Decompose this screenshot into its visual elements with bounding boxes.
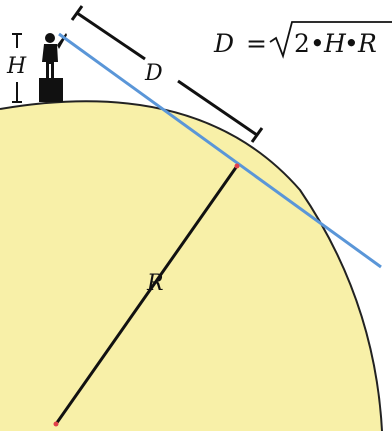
formula-dot-1: • <box>310 29 325 58</box>
height-dimension <box>12 33 22 103</box>
line-of-sight <box>58 32 382 269</box>
formula-h: H <box>323 29 347 58</box>
earth-surface-arc <box>0 100 383 431</box>
height-label: H <box>6 54 27 79</box>
tangent-point <box>234 163 240 169</box>
observer-figure <box>42 33 67 78</box>
distance-dimension <box>70 5 264 143</box>
observer-pedestal <box>39 78 63 102</box>
earth-disk <box>0 101 382 431</box>
distance-label: D <box>144 61 163 86</box>
sqrt-radical <box>269 21 392 59</box>
formula: D = 2 • H • R <box>213 21 392 59</box>
center-point <box>53 421 59 427</box>
radius-line <box>54 165 239 425</box>
formula-lhs: D <box>213 29 234 58</box>
formula-r: R <box>357 29 377 58</box>
formula-equals: = <box>246 29 267 58</box>
formula-two: 2 <box>294 29 310 58</box>
formula-dot-2: • <box>344 29 359 58</box>
radius-label: R <box>146 271 164 296</box>
